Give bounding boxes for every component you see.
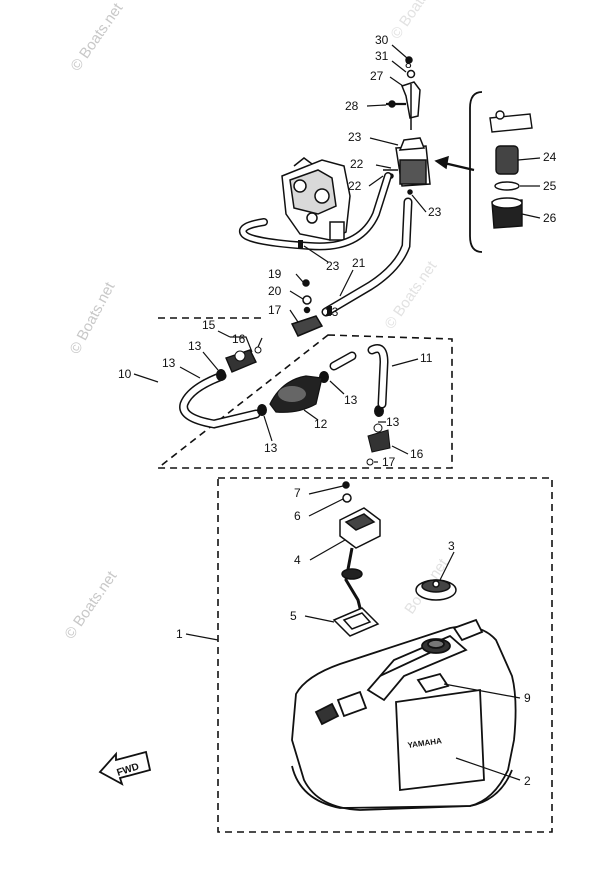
callout-12: 13 <box>162 356 176 370</box>
callout-17: 17 <box>382 455 396 469</box>
filter-detail-parts <box>489 110 533 229</box>
callout-28: 27 <box>370 69 384 83</box>
callout-30: 30 <box>375 33 389 47</box>
watermark-layer: © Boats.net © Boats.net © Boats.net © Bo… <box>61 0 452 642</box>
part-8-plate <box>416 672 450 694</box>
fuel-filter-assembly <box>383 56 475 195</box>
fuel-hose-assembly <box>179 344 391 466</box>
callout-27: 26 <box>543 211 557 225</box>
callout-8-tank: 9 <box>524 691 531 705</box>
callout-23-upper: 22 <box>350 157 364 171</box>
part-5-gasket <box>332 607 380 637</box>
callout-6: 6 <box>294 509 301 523</box>
callout-20: 20 <box>268 284 282 298</box>
upper-hoses <box>239 172 413 317</box>
callout-19: 19 <box>268 267 282 281</box>
leader-lines <box>133 44 541 781</box>
callout-25: 24 <box>543 150 557 164</box>
part-7-screw <box>342 481 350 489</box>
part-19-screw <box>302 279 310 287</box>
fuel-joint-18 <box>290 279 324 337</box>
callout-31: 31 <box>375 49 389 63</box>
callout-15: 16 <box>232 332 246 346</box>
callout-22: 22 <box>348 179 362 193</box>
watermark-lower-left: © Boats.net <box>61 567 120 642</box>
callout-21: 21 <box>352 256 366 270</box>
callout-13-right: 13 <box>386 415 400 429</box>
callout-23-right: 23 <box>428 205 442 219</box>
part-25-filter-element <box>495 145 519 175</box>
part-6-washer <box>342 493 352 503</box>
callout-13-mid: 13 <box>344 393 358 407</box>
fuel-tank-assembly-box <box>217 477 553 833</box>
tank-fittings <box>332 481 457 637</box>
callout-numbers: 30 31 8 27 28 23 22 22 23 24 25 26 23 21… <box>118 33 557 788</box>
callout-13-bottom: 13 <box>264 441 278 455</box>
callout-23-lower: 23 <box>326 259 340 273</box>
callout-23-joint: 23 <box>325 305 339 319</box>
filter-detail-bracket <box>469 91 483 253</box>
callout-11: 12 <box>314 417 328 431</box>
watermark-left-middle: © Boats.net <box>67 279 119 357</box>
part-30-washer <box>405 56 413 64</box>
callout-4: 4 <box>294 553 301 567</box>
callout-13-left: 13 <box>188 339 202 353</box>
carburetor <box>281 157 351 241</box>
callout-16: 16 <box>410 447 424 461</box>
callout-3: 3 <box>448 539 455 553</box>
callout-24: 23 <box>348 130 362 144</box>
callout-10: 11 <box>420 351 433 365</box>
callout-8-top: 8 <box>405 57 412 71</box>
part-20-washer <box>302 295 312 305</box>
callout-18: 17 <box>268 303 282 317</box>
callout-14: 15 <box>202 318 216 332</box>
callout-2: 2 <box>524 774 531 788</box>
part-31-o-ring <box>406 69 416 79</box>
callout-5: 5 <box>290 609 297 623</box>
fuel-hose-assembly-box <box>155 317 453 469</box>
part-26-o-ring <box>494 181 520 191</box>
callout-1: 1 <box>176 627 183 641</box>
callout-26: 25 <box>543 179 557 193</box>
watermark-top-right: © Boats.net <box>387 0 446 42</box>
watermark-top-left: © Boats.net <box>67 0 126 74</box>
callout-29: 28 <box>345 99 359 113</box>
callout-7: 7 <box>294 486 301 500</box>
fuel-tank <box>291 618 517 811</box>
hose-clips-23 <box>298 240 332 315</box>
forward-direction-arrow: FWD <box>98 750 152 786</box>
callout-9: 10 <box>118 367 132 381</box>
